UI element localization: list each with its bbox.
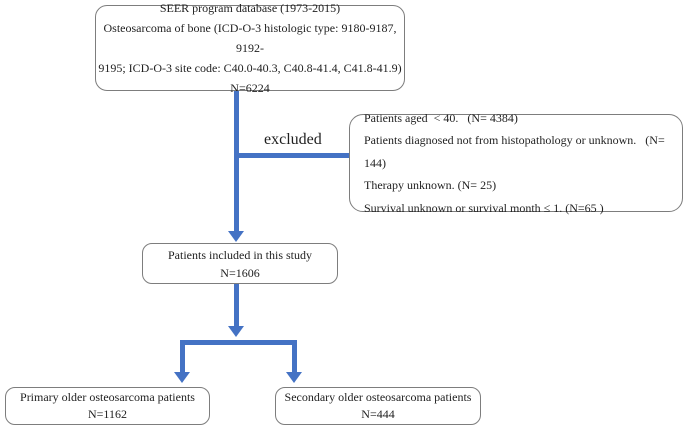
primary-box-count: N=1162 [88,407,127,421]
connector-to-secondary-box [292,340,297,372]
primary-box-line: Primary older osteosarcoma patients [20,390,195,404]
included-patients-box: Patients included in this study N=1606 [142,243,338,284]
secondary-box-line: Secondary older osteosarcoma patients [284,390,472,404]
exclusion-criteria-box: Patients aged < 40. (N= 4384) Patients d… [349,111,683,215]
connector-to-excluded-box [234,153,349,158]
secondary-group-box: Secondary older osteosarcoma patients N=… [275,387,481,425]
exclusion-criterion: Patients diagnosed not from histopatholo… [364,133,668,170]
exclusion-criterion: Survival unknown or survival month ≤ 1. … [364,200,604,215]
excluded-label: excluded [264,131,322,148]
split-bar-connector [180,340,297,345]
seer-source-box: SEER program database (1973-2015) Osteos… [95,1,405,95]
primary-group-box: Primary older osteosarcoma patients N=11… [5,387,210,425]
connector-to-primary-box [180,340,185,372]
included-box-line: Patients included in this study [168,247,312,262]
connector-source-to-included [234,91,239,231]
connector-included-to-split [234,284,239,326]
source-box-count: N=6224 [230,81,270,95]
down-arrowhead-icon [286,372,302,383]
source-box-line: Osteosarcoma of bone (ICD-O-3 histologic… [103,21,400,55]
source-box-line: SEER program database (1973-2015) [159,1,341,15]
exclusion-criterion: Therapy unknown. (N= 25) [364,178,497,193]
down-arrowhead-icon [174,372,190,383]
included-box-count: N=1606 [220,265,260,280]
secondary-box-count: N=444 [361,407,395,421]
down-arrowhead-icon [228,231,244,242]
exclusion-criterion: Patients aged < 40. (N= 4384) [364,110,518,125]
source-box-line: 9195; ICD-O-3 site code: C40.0-40.3, C40… [98,61,402,75]
down-arrowhead-icon [228,326,244,337]
